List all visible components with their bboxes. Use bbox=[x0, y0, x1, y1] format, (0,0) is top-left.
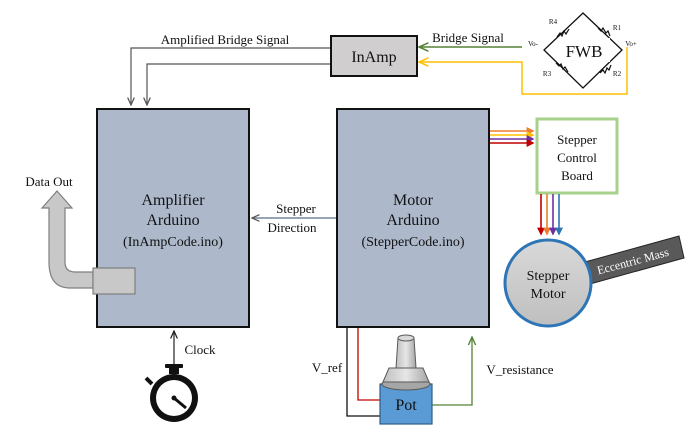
motor-title-line1: Motor bbox=[393, 192, 434, 209]
stopwatch-icon bbox=[144, 364, 198, 422]
stepper-control-board-block: Stepper Control Board bbox=[535, 117, 619, 195]
r3-label: R3 bbox=[543, 70, 552, 78]
bridge-signal-wires bbox=[419, 47, 628, 95]
scb-line3: Board bbox=[561, 168, 593, 183]
resistor-icon bbox=[555, 62, 569, 73]
stepper-direction-line1: Stepper bbox=[276, 201, 316, 216]
clock-label: Clock bbox=[184, 342, 216, 357]
stepper-motor-line1: Stepper bbox=[527, 269, 570, 284]
pot-label: Pot bbox=[395, 397, 417, 414]
stepper-direction-line2: Direction bbox=[267, 220, 317, 235]
vo-plus-label: Vo+ bbox=[625, 40, 637, 48]
motor-arduino-block: Motor Arduino (StepperCode.ino) bbox=[336, 108, 490, 328]
r2-label: R2 bbox=[613, 70, 622, 78]
inamp-block: InAmp bbox=[330, 35, 418, 77]
resistor-icon bbox=[597, 26, 611, 37]
scb-to-motor-wires bbox=[537, 194, 563, 236]
amplified-signal-wires bbox=[131, 47, 330, 105]
clock-connection: Clock bbox=[174, 331, 216, 368]
data-out-label: Data Out bbox=[25, 174, 73, 189]
stepper-motor-line2: Motor bbox=[531, 287, 566, 302]
stepper-direction-connection: Stepper Direction bbox=[252, 201, 336, 235]
v-resistance-label: V_resistance bbox=[486, 362, 553, 377]
inamp-label: InAmp bbox=[351, 49, 396, 66]
motor-title-line2: Arduino bbox=[386, 212, 439, 229]
motor-code-label: (StepperCode.ino) bbox=[361, 235, 464, 250]
amp-title-line2: Arduino bbox=[146, 212, 199, 229]
potentiometer-knob-icon: Pot bbox=[379, 334, 433, 425]
r1-label: R1 bbox=[613, 24, 622, 32]
eccentric-mass: Eccentric Mass bbox=[584, 235, 685, 285]
resistor-icon bbox=[599, 64, 612, 75]
fwb-bridge: FWB R4 R1 R3 R2 Vo- Vo+ bbox=[528, 12, 637, 89]
v-ref-label: V_ref bbox=[312, 360, 343, 375]
amplified-bridge-signal-label: Amplified Bridge Signal bbox=[161, 32, 290, 47]
motor-to-scb-wires bbox=[490, 127, 535, 147]
data-out-arrow-icon bbox=[40, 190, 136, 295]
bridge-signal-label: Bridge Signal bbox=[432, 30, 504, 45]
pot-wiring: V_ref V_resistance bbox=[312, 328, 554, 417]
vo-minus-label: Vo- bbox=[528, 40, 539, 48]
scb-line1: Stepper bbox=[557, 132, 597, 147]
r4-label: R4 bbox=[549, 18, 558, 26]
scb-line2: Control bbox=[557, 150, 597, 165]
fwb-label: FWB bbox=[566, 42, 603, 61]
resistor-icon bbox=[556, 28, 570, 38]
amp-title-line1: Amplifier bbox=[141, 192, 205, 209]
stepper-motor: Stepper Motor bbox=[503, 238, 593, 328]
amp-code-label: (InAmpCode.ino) bbox=[123, 235, 223, 250]
